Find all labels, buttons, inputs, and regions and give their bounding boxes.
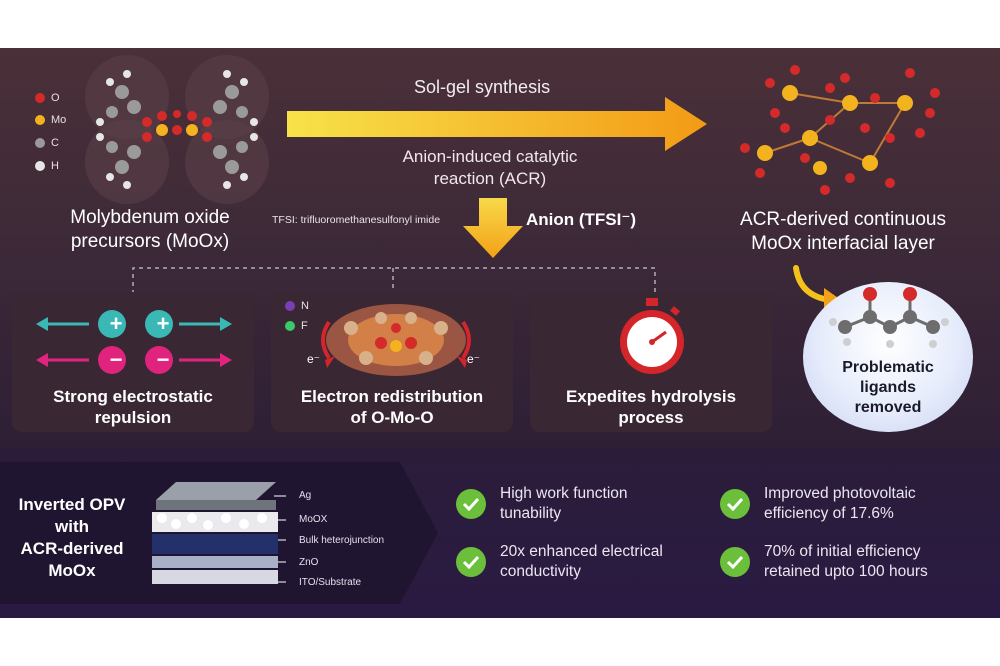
- check-icon: [720, 489, 750, 519]
- legend-hydrogen: H: [35, 160, 59, 172]
- stopwatch-icon: [620, 298, 684, 374]
- moox-network-illustration: [740, 65, 940, 195]
- ligands-removed-circle: [803, 282, 973, 432]
- tfsi-note: TFSI: trifluoromethanesulfonyl imide: [272, 214, 441, 226]
- electron-label-right: e⁻: [467, 352, 481, 366]
- legend-carbon: C: [35, 137, 59, 149]
- acr-label: Anion-induced catalytic reaction (ACR): [402, 147, 578, 188]
- anion-symbol-2: −: [156, 347, 170, 372]
- device-panel-shape: [0, 462, 438, 604]
- cation-symbol-1: +: [109, 311, 123, 336]
- card-repulsion-label: Strong electrostatic repulsion: [53, 387, 213, 427]
- legend-oxygen: O: [35, 92, 60, 104]
- down-arrow: [463, 198, 523, 258]
- precursor-molecule-illustration: [85, 55, 269, 204]
- sol-gel-arrow: [287, 97, 707, 151]
- legend-fluorine: F: [285, 320, 308, 332]
- ligand-molecule-illustration: [829, 287, 949, 348]
- dashed-connector: [132, 267, 656, 294]
- card-electron-redistribution: N F e⁻ e⁻ Electron redistribution of O-M…: [271, 292, 513, 432]
- card-redistribution-label: Electron redistribution of O-Mo-O: [300, 387, 484, 427]
- card-hydrolysis: Expedites hydrolysis process: [530, 292, 772, 432]
- electron-label-left: e⁻: [307, 352, 321, 366]
- acr-layer-title: ACR-derived continuous MoOx interfacial …: [740, 209, 946, 254]
- legend-molybdenum: Mo: [35, 114, 66, 126]
- anion-symbol-1: −: [109, 347, 123, 372]
- ligands-removed-label: Problematic ligands removed: [842, 359, 934, 416]
- electron-redistribution-illustration: [321, 304, 471, 376]
- layer-label-ito: ITO/Substrate: [299, 577, 362, 588]
- anion-label: Anion (TFSI⁻): [526, 210, 637, 229]
- precursor-title: Molybdenum oxide precursors (MoOx): [70, 207, 230, 252]
- layer-label-ag: Ag: [299, 490, 312, 501]
- layer-label-zno: ZnO: [299, 557, 319, 568]
- charge-repulsion-illustration: [36, 310, 232, 374]
- legend-nitrogen: N: [285, 300, 309, 312]
- device-title: Inverted OPV with ACR-derived MoOx: [18, 495, 126, 580]
- device-stack-illustration: [152, 482, 286, 584]
- sol-gel-label: Sol-gel synthesis: [414, 77, 551, 97]
- card-hydrolysis-label: Expedites hydrolysis process: [565, 387, 737, 427]
- check-icon: [456, 547, 486, 577]
- layer-label-bhj: Bulk heterojunction: [299, 535, 385, 546]
- layer-label-moox: MoOX: [299, 514, 328, 525]
- check-icon: [456, 489, 486, 519]
- cation-symbol-2: +: [156, 311, 170, 336]
- check-icon: [720, 547, 750, 577]
- card-electrostatic-repulsion: + + − − Strong electrostatic repulsion: [12, 292, 254, 432]
